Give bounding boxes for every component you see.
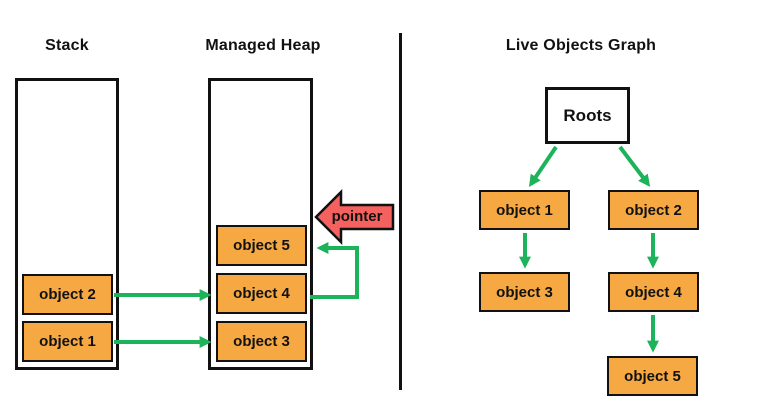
arrow-roots-to-object1 bbox=[528, 145, 558, 187]
roots-box: Roots bbox=[545, 87, 630, 144]
stack-title: Stack bbox=[45, 37, 89, 54]
section-divider bbox=[399, 33, 402, 390]
heap-box-object-4: object 4 bbox=[216, 273, 307, 314]
graph-node-object-2: object 2 bbox=[608, 190, 699, 230]
arrow-roots-to-object2 bbox=[618, 145, 651, 187]
managed-heap-title: Managed Heap bbox=[205, 37, 321, 54]
heap-box-object-5: object 5 bbox=[216, 225, 307, 266]
heap-box-object-3: object 3 bbox=[216, 321, 307, 362]
graph-node-object-1: object 1 bbox=[479, 190, 570, 230]
graph-node-object-3: object 3 bbox=[479, 272, 570, 312]
stack-box-object-1: object 1 bbox=[22, 321, 113, 362]
stack-container bbox=[15, 78, 119, 370]
stack-box-object-2: object 2 bbox=[22, 274, 113, 315]
graph-node-object-4: object 4 bbox=[608, 272, 699, 312]
heap-container bbox=[208, 78, 313, 370]
live-objects-graph-title: Live Objects Graph bbox=[505, 37, 657, 54]
pointer-label: pointer bbox=[331, 208, 383, 225]
graph-node-object-5: object 5 bbox=[607, 356, 698, 396]
arrow-object4-to-object5-elbow bbox=[310, 242, 359, 299]
